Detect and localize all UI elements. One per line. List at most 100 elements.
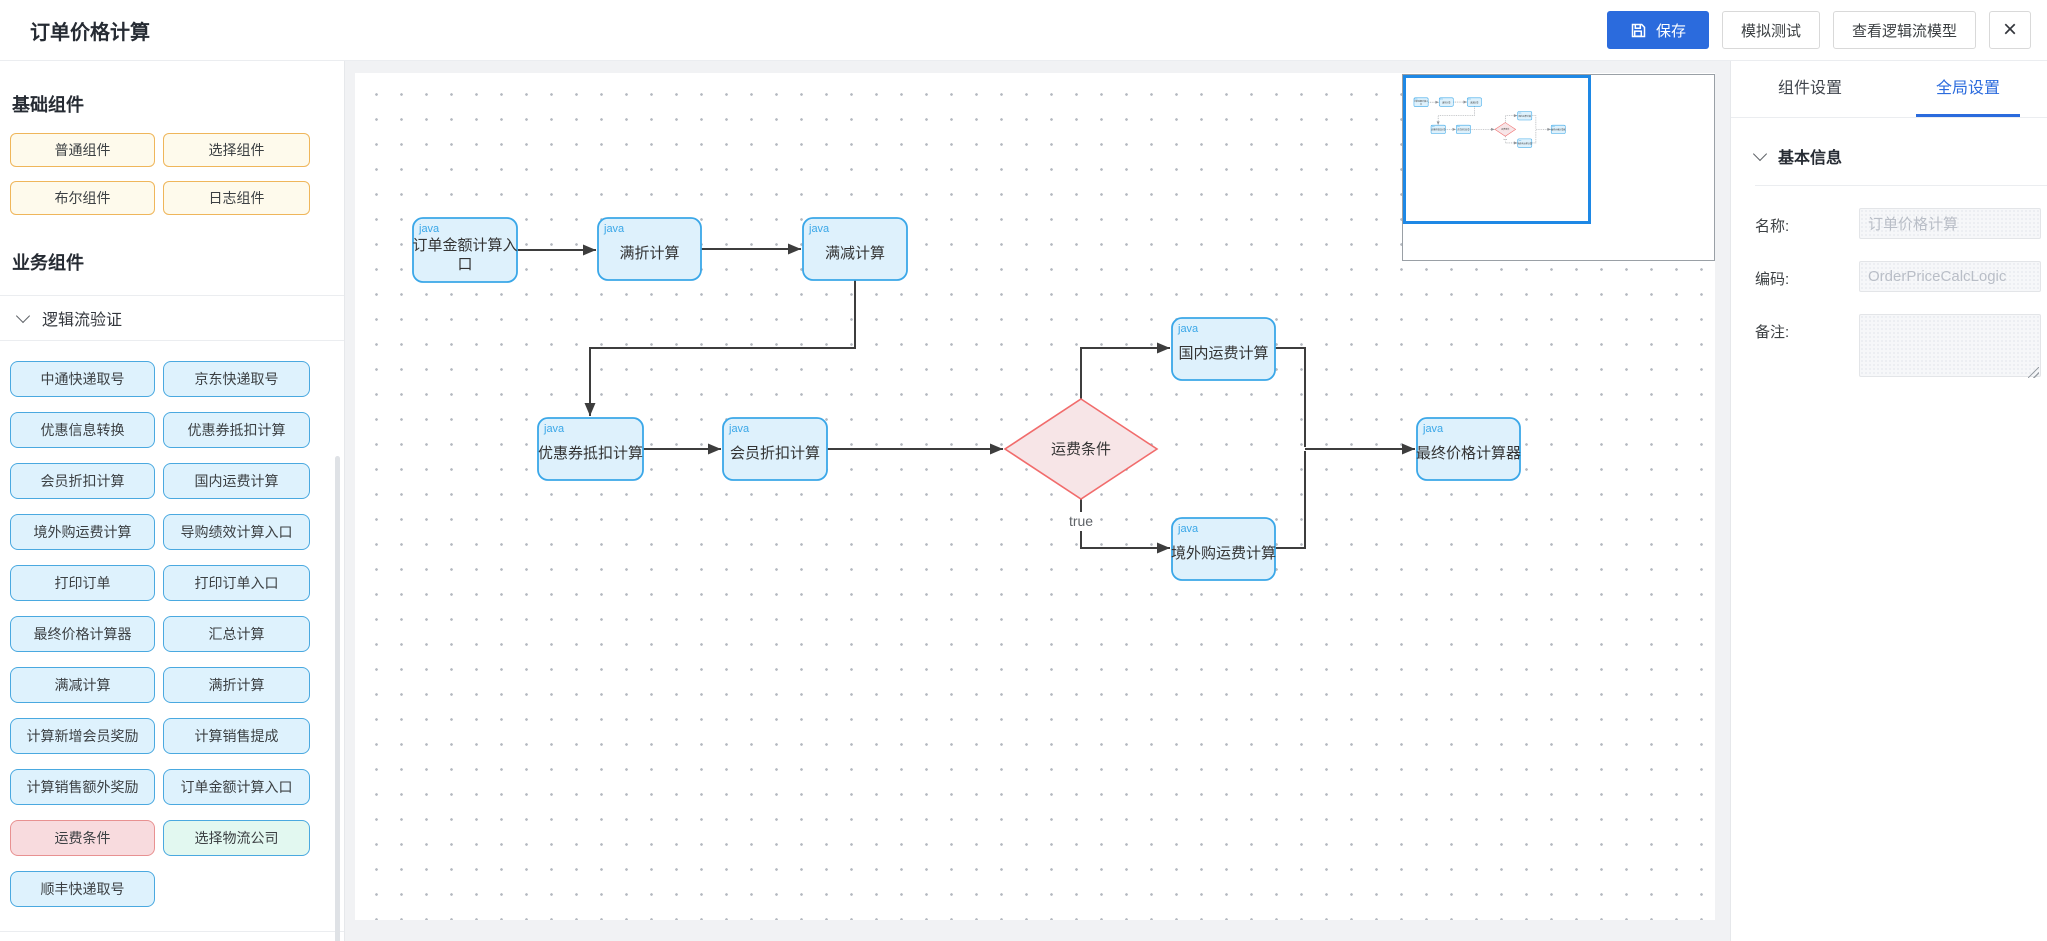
- component-chip[interactable]: 导购绩效计算入口: [163, 514, 310, 550]
- component-chip[interactable]: 优惠信息转换: [10, 412, 155, 448]
- arrowhead-icon: [788, 243, 801, 255]
- tab-component-settings[interactable]: 组件设置: [1777, 80, 1842, 97]
- component-chip[interactable]: 打印订单: [10, 565, 155, 601]
- settings-tabs: 组件设置 全局设置: [1731, 61, 2047, 118]
- java-badge: java: [808, 223, 830, 235]
- svg-text:境外购运费计算: 境外购运费计算: [1518, 141, 1532, 145]
- java-badge: java: [1177, 523, 1199, 535]
- component-chip[interactable]: 打印订单入口: [163, 565, 310, 601]
- component-chip[interactable]: 普通组件: [10, 133, 155, 167]
- simulate-test-button[interactable]: 模拟测试: [1721, 11, 1820, 49]
- field-label: 名称:: [1755, 218, 1790, 235]
- component-chip[interactable]: 计算销售额外奖励: [10, 769, 155, 805]
- code-field[interactable]: [1859, 261, 2041, 292]
- svg-text:满减计算: 满减计算: [1470, 100, 1478, 104]
- arrowhead-icon: [1435, 100, 1439, 104]
- page-title: 订单价格计算: [30, 21, 150, 44]
- component-chip[interactable]: 中通快递取号: [10, 361, 155, 397]
- component-chip[interactable]: 日志组件: [163, 181, 310, 215]
- flow-edge[interactable]: [1080, 347, 1170, 399]
- save-button[interactable]: 保存: [1606, 11, 1709, 49]
- flow-edge[interactable]: [1275, 451, 1306, 549]
- svg-text:优惠券抵扣计算: 优惠券抵扣计算: [1431, 128, 1445, 132]
- component-chip[interactable]: 汇总计算: [163, 616, 310, 652]
- svg-text:满减计算: 满减计算: [825, 244, 885, 262]
- flow-node-manjian[interactable]: java 满减计算: [802, 217, 908, 281]
- component-chip[interactable]: 选择物流公司: [163, 820, 310, 856]
- component-chip[interactable]: 订单金额计算入口: [163, 769, 310, 805]
- active-tab-underline: [1916, 114, 2020, 117]
- svg-text:会员折扣计算: 会员折扣计算: [730, 444, 820, 462]
- flow-edge: [1504, 115, 1518, 123]
- settings-panel: 组件设置 全局设置 基本信息 名称: 编码: 备注:: [1730, 61, 2047, 941]
- flow-node-freight-cond[interactable]: 运费条件: [1003, 398, 1159, 500]
- business-components-grid: 中通快递取号京东快递取号优惠信息转换优惠券抵扣计算会员折扣计算国内运费计算境外购…: [0, 361, 344, 907]
- field-row: 名称:: [1755, 208, 2047, 239]
- arrowhead-icon: [584, 403, 596, 416]
- svg-text:最终价格计算器: 最终价格计算器: [1416, 444, 1521, 462]
- component-chip[interactable]: 计算新增会员奖励: [10, 718, 155, 754]
- java-badge: java: [418, 223, 440, 235]
- svg-text:满折计算: 满折计算: [619, 244, 679, 262]
- name-field[interactable]: [1859, 208, 2041, 239]
- component-chip[interactable]: 京东快递取号: [163, 361, 310, 397]
- component-chip[interactable]: 会员折扣计算: [10, 463, 155, 499]
- arrowhead-icon: [1463, 100, 1467, 104]
- component-chip[interactable]: 布尔组件: [10, 181, 155, 215]
- component-chip[interactable]: 满折计算: [163, 667, 310, 703]
- component-chip[interactable]: 最终价格计算器: [10, 616, 155, 652]
- java-badge: java: [603, 223, 625, 235]
- java-badge: java: [1431, 126, 1435, 128]
- flow-node-freight-cond: 运费条件: [1494, 122, 1517, 137]
- svg-text:口: 口: [1420, 103, 1422, 106]
- edge-label: true: [1069, 513, 1093, 529]
- arrowhead-icon: [1157, 342, 1170, 354]
- view-logicflow-model-button[interactable]: 查看逻辑流模型: [1832, 11, 1976, 49]
- component-chip[interactable]: 国内运费计算: [163, 463, 310, 499]
- close-button[interactable]: ×: [1989, 11, 2031, 49]
- svg-text:国内运费计算: 国内运费计算: [1519, 114, 1531, 118]
- arrowhead-icon: [1157, 542, 1170, 554]
- component-chip[interactable]: 顺丰快递取号: [10, 871, 155, 907]
- component-chip[interactable]: 计算销售提成: [163, 718, 310, 754]
- field-label: 备注:: [1755, 324, 1790, 341]
- top-bar-actions: 保存 模拟测试 查看逻辑流模型 ×: [1606, 11, 2031, 49]
- flow-edge[interactable]: [1275, 347, 1306, 447]
- svg-text:运费条件: 运费条件: [1051, 441, 1111, 458]
- arrowhead-icon: [990, 443, 1003, 455]
- logicflow-group-toggle[interactable]: 逻辑流验证: [0, 296, 344, 340]
- java-badge: java: [1414, 99, 1418, 101]
- sidebar-scrollbar[interactable]: [335, 456, 340, 941]
- component-chip[interactable]: 满减计算: [10, 667, 155, 703]
- tab-global-settings[interactable]: 全局设置: [1935, 80, 2000, 97]
- flow-node-manzhe[interactable]: java 满折计算: [597, 217, 702, 281]
- java-badge: java: [1467, 99, 1471, 101]
- save-button-label: 保存: [1655, 22, 1686, 40]
- svg-text:口: 口: [457, 256, 472, 273]
- minimap-diagram: truejava订单金额计算入口java满折计算java满减计算java优惠券抵…: [1413, 97, 1566, 148]
- field-row: 编码:: [1755, 261, 2047, 292]
- flow-edge[interactable]: [589, 280, 856, 416]
- component-chip[interactable]: 境外购运费计算: [10, 514, 155, 550]
- component-chip[interactable]: 优惠券抵扣计算: [163, 412, 310, 448]
- java-badge: java: [1518, 112, 1522, 114]
- field-row: 备注:: [1755, 314, 2047, 382]
- arrowhead-icon: [1547, 127, 1551, 131]
- component-chip[interactable]: 选择组件: [163, 133, 310, 167]
- remarks-textarea[interactable]: [1859, 314, 2041, 377]
- basic-info-section-toggle[interactable]: 基本信息: [1752, 144, 2047, 168]
- component-chip[interactable]: 运费条件: [10, 820, 155, 856]
